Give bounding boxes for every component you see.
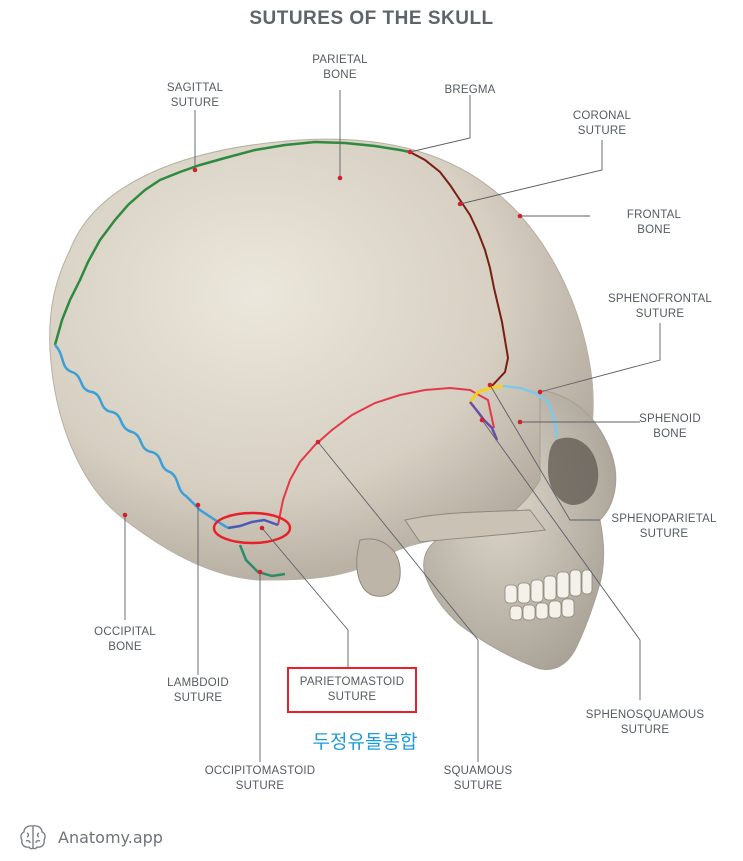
parietomastoid-highlight-box <box>287 667 417 713</box>
sphenoparietal-suture-line <box>468 384 504 403</box>
teeth <box>504 569 593 621</box>
korean-annotation: 두정유돌봉합 <box>312 731 418 753</box>
sphenofrontal-suture-line <box>502 384 559 439</box>
brain-icon <box>20 825 46 850</box>
zygomatic-arch <box>404 509 546 543</box>
diagram-title: SUTURES OF THE SKULL <box>249 8 494 29</box>
orbit-shape <box>548 437 599 505</box>
mastoid-shape <box>356 538 401 597</box>
leader-lines <box>124 90 661 762</box>
lambdoid-suture-line <box>54 344 229 530</box>
brand-name: Anatomy.app <box>58 827 163 847</box>
label-bregma: BREGMA <box>444 84 496 96</box>
coronal-suture-line <box>409 151 510 389</box>
marker-dots <box>122 149 543 575</box>
squamous-suture-line <box>277 386 495 526</box>
parietomastoid-suture-line <box>227 518 279 530</box>
brand-logo[interactable]: Anatomy.app <box>18 822 163 852</box>
parietomastoid-highlight-circle <box>212 511 292 545</box>
